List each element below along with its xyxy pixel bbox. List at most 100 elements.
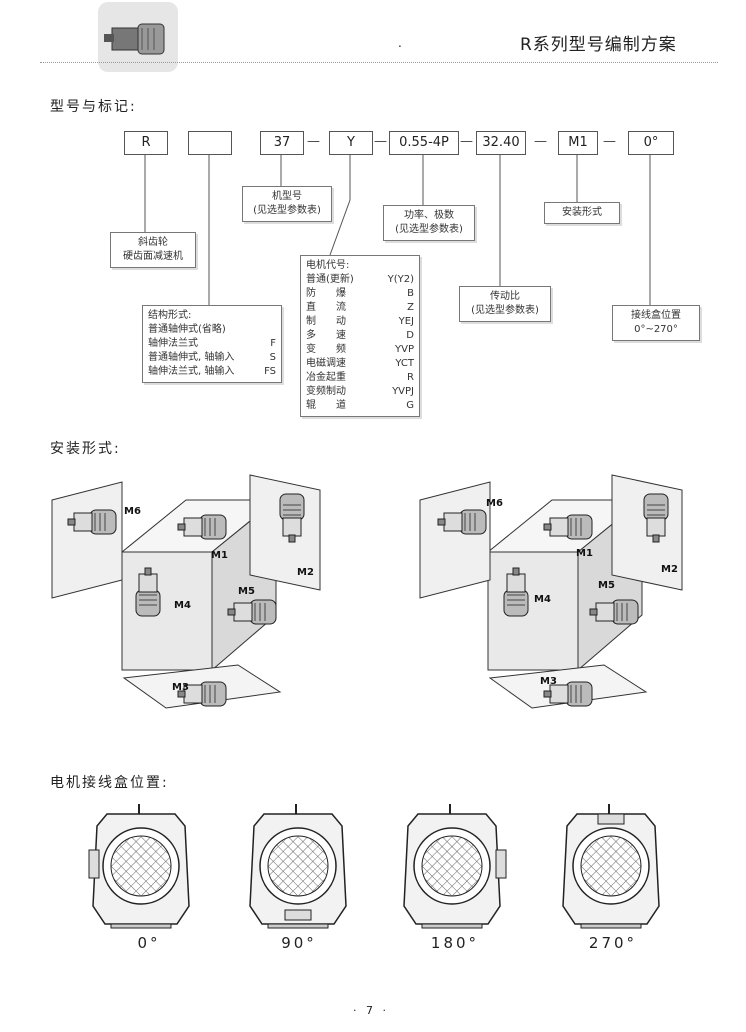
gear-reducer-icon — [104, 23, 165, 55]
spec-row-code: FS — [264, 366, 276, 377]
spec-row-code: Y(Y2) — [387, 274, 414, 285]
note-power-line1: 功率、极数 — [404, 210, 454, 221]
note-gear-line1: 斜齿轮 — [138, 237, 168, 248]
label-M3: M3 — [540, 676, 557, 687]
code-box-power: 0.55-4P — [389, 131, 459, 155]
label-M2: M2 — [661, 564, 678, 575]
label-M1: M1 — [576, 548, 593, 559]
spec-row-name: 辊 道 — [306, 400, 346, 411]
note-mount-line1: 安装形式 — [562, 207, 602, 218]
label-M6: M6 — [486, 498, 503, 509]
terminal-0-deg — [88, 803, 190, 929]
note-mount: 安装形式 — [544, 202, 620, 224]
angle-label-270: 270° — [588, 934, 638, 952]
spec-row-code: YCT — [395, 358, 414, 369]
code-dash: — — [603, 134, 616, 149]
code-box-series: R — [124, 131, 168, 155]
motor-title: 电机代号: — [306, 260, 350, 271]
spec-row-code: YEJ — [398, 316, 414, 327]
code-dash: — — [460, 134, 473, 149]
note-terminal-line1: 接线盒位置 — [631, 310, 681, 321]
spec-row: 冶金起重 R — [306, 371, 414, 385]
spec-row-name: 冶金起重 — [306, 372, 346, 383]
terminal-diagrams — [88, 803, 660, 929]
spec-row: 变 频 YVP — [306, 343, 414, 357]
mounting-labels-left: M1 M2 M3 M4 M5 M6 — [124, 506, 314, 693]
code-dash: — — [307, 134, 320, 149]
label-M1: M1 — [211, 550, 228, 561]
note-terminal: 接线盒位置 0°~270° — [612, 305, 700, 341]
note-ratio: 传动比 (见选型参数表) — [459, 286, 551, 322]
spec-row-name: 多 速 — [306, 330, 346, 341]
spec-row-code: D — [406, 330, 414, 341]
note-power-line2: (见选型参数表) — [395, 224, 463, 235]
spec-row: 制 动 YEJ — [306, 315, 414, 329]
mounting-cube-left — [51, 474, 321, 709]
label-M4: M4 — [534, 594, 551, 605]
mounting-labels-right: M1 M2 M3 M4 M5 M6 — [486, 498, 678, 687]
label-M4: M4 — [174, 600, 191, 611]
structure-title: 结构形式: — [148, 310, 192, 321]
spec-row-name: 普通轴伸式(省略) — [148, 324, 226, 335]
spec-row: 普通轴伸式, 轴输入 S — [148, 351, 276, 365]
page-title: R系列型号编制方案 — [520, 35, 677, 55]
spec-row: 电磁调速 YCT — [306, 357, 414, 371]
spec-row-code: S — [269, 352, 276, 363]
spec-row: 轴伸法兰式, 轴输入 FS — [148, 365, 276, 379]
mounting-diagram: M1 M2 M3 M4 M5 M6 M1 M2 M3 M4 M5 M6 — [51, 474, 683, 709]
spec-row-name: 普通轴伸式, 轴输入 — [148, 352, 235, 363]
header-divider — [40, 62, 718, 63]
spec-row: 普通(更新) Y(Y2) — [306, 273, 414, 287]
code-box-structure — [188, 131, 232, 155]
code-dash: — — [374, 134, 387, 149]
note-size-line1: 机型号 — [272, 191, 302, 202]
page-number: · 7 · — [353, 1004, 389, 1017]
terminal-180-deg — [403, 803, 507, 929]
note-terminal-line2: 0°~270° — [634, 324, 678, 335]
label-M6: M6 — [124, 506, 141, 517]
section-title-mounting: 安装形式: — [50, 441, 121, 457]
code-box-ratio: 32.40 — [476, 131, 526, 155]
spec-row-name: 轴伸法兰式, 轴输入 — [148, 366, 235, 377]
spec-row-code: R — [407, 372, 414, 383]
mounting-cube-right — [419, 474, 683, 709]
code-dash: — — [534, 134, 547, 149]
note-size-line2: (见选型参数表) — [253, 205, 321, 216]
code-box-angle: 0° — [628, 131, 674, 155]
spec-row-code: YVP — [395, 344, 414, 355]
spec-row-name: 电磁调速 — [306, 358, 346, 369]
terminal-270-deg — [562, 803, 660, 929]
angle-label-180: 180° — [430, 934, 480, 952]
angle-label-0: 0° — [137, 934, 161, 952]
spec-row-name: 变 频 — [306, 344, 346, 355]
spec-row-name: 直 流 — [306, 302, 346, 313]
spec-row-code: B — [407, 288, 414, 299]
label-M5: M5 — [598, 580, 615, 591]
product-logo-image — [98, 2, 178, 72]
note-ratio-line2: (见选型参数表) — [471, 305, 539, 316]
section-title-model: 型号与标记: — [50, 99, 137, 115]
section-title-terminal: 电机接线盒位置: — [50, 775, 169, 791]
note-gear: 斜齿轮 硬齿面减速机 — [110, 232, 196, 268]
spec-row-name: 普通(更新) — [306, 274, 354, 285]
label-M3: M3 — [172, 682, 189, 693]
spec-row-name: 制 动 — [306, 316, 346, 327]
label-M2: M2 — [297, 567, 314, 578]
note-size: 机型号 (见选型参数表) — [242, 186, 332, 222]
code-box-size: 37 — [260, 131, 304, 155]
note-ratio-line1: 传动比 — [490, 291, 520, 302]
spec-row-code: G — [406, 400, 414, 411]
spec-row-name: 防 爆 — [306, 288, 346, 299]
header-dot: . — [398, 36, 402, 50]
spec-row-name: 变频制动 — [306, 386, 346, 397]
